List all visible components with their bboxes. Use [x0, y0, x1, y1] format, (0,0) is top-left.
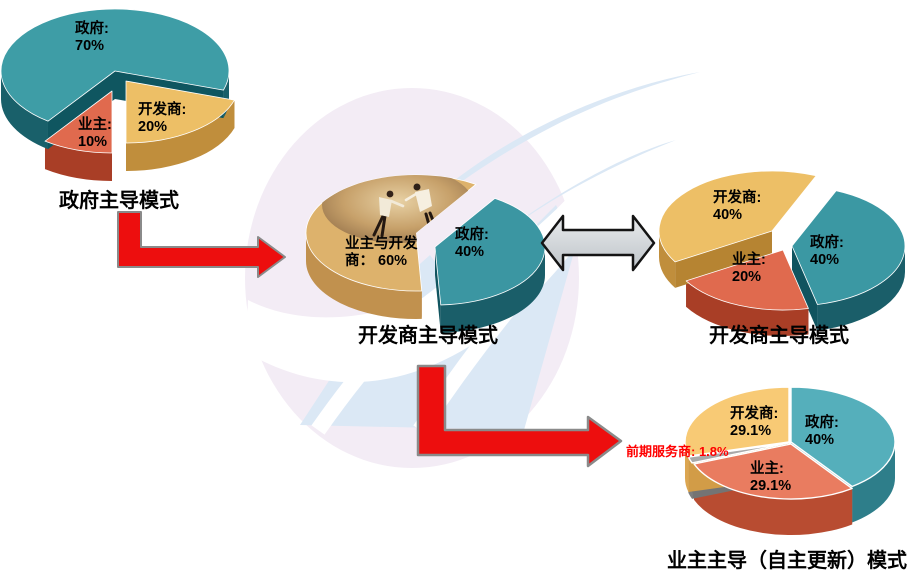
pie1-slice3-rim — [0, 71, 48, 150]
pie2-slice1-top — [434, 197, 546, 306]
slice-label-chart4-slice2: 业主:29.1% — [750, 461, 792, 494]
pie2-slice1-rim — [440, 247, 545, 333]
pie1-slice1-top — [125, 80, 235, 144]
flow-arrow-gov-to-developer — [117, 211, 286, 278]
pie2-slice2-rim — [306, 233, 422, 319]
slice-label-chart4-slice1: 政府:40% — [805, 415, 839, 448]
pie1-slice2-rim — [44, 141, 112, 181]
flow-arrow-developer-to-owner — [416, 364, 623, 468]
pie3-slice3-cut — [675, 231, 772, 288]
pie4-slice1-top — [790, 386, 896, 488]
pie3-slice2-top — [685, 249, 809, 311]
slice-label-chart4-slice4: 开发商:29.1% — [730, 406, 779, 439]
pie3-slice1-cut — [792, 246, 818, 331]
pie3-slice3-rim — [659, 231, 676, 288]
pie4-slice3-top — [687, 442, 790, 464]
slice-label-chart2-slice2: 业主与开发商： 60% — [345, 236, 418, 269]
slice-label-chart3-slice1: 政府:40% — [810, 235, 844, 268]
chart2-title: 开发商主导模式 — [358, 325, 498, 347]
chart4-service-provider-label: 前期服务商: 1.8% — [626, 444, 729, 459]
slice-label-chart2-slice1: 政府:40% — [455, 227, 489, 260]
chart3-title: 开发商主导模式 — [709, 325, 849, 347]
slice-label-chart1-slice1: 开发商:20% — [138, 102, 187, 135]
pie3-slice1-top — [791, 190, 906, 305]
chart1-title: 政府主导模式 — [59, 190, 179, 212]
watermark-swoosh — [246, 180, 584, 383]
pie3-slice2-rim — [686, 280, 809, 336]
pie4-slice4-top — [684, 386, 790, 457]
pie-chart-3 — [658, 170, 906, 336]
slice-label-chart1-slice2: 业主:10% — [78, 117, 112, 150]
pie2-slice1-cut — [435, 247, 441, 333]
pie1-slice3-top — [0, 8, 230, 122]
pie1-slice2-top — [44, 90, 113, 154]
exchange-double-arrow — [540, 214, 656, 272]
slice-label-chart3-slice2: 业主:20% — [732, 252, 766, 285]
pie3-slice1-rim — [817, 246, 905, 331]
pie-chart-4 — [684, 386, 896, 536]
pie3-slice3-top — [658, 170, 817, 263]
pie4-slice1-rim — [852, 442, 895, 523]
pie4-slice2-top — [693, 443, 853, 500]
pie-chart-1 — [0, 8, 235, 181]
person-icon — [372, 190, 405, 238]
chart4-title: 业主主导（自主更新）模式 — [667, 550, 907, 572]
slice-label-chart1-slice3: 政府:70% — [75, 21, 109, 54]
slice-label-chart3-slice3: 开发商:40% — [713, 190, 762, 223]
pie4-slice2-rim — [694, 463, 853, 536]
